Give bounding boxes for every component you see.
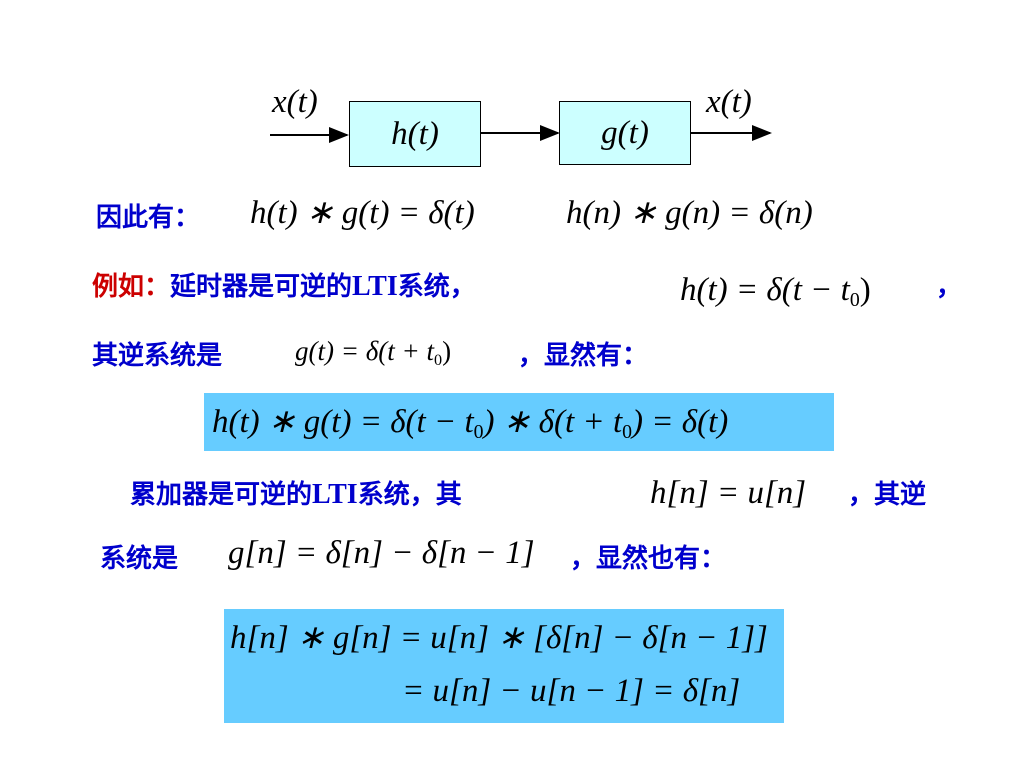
equation-continuous: h(t) ∗ g(t) = δ(t) bbox=[250, 195, 475, 231]
example-label: 例如： bbox=[92, 272, 171, 302]
output-label: x(t) bbox=[706, 84, 752, 120]
highlight-box-2: h[n] ∗ g[n] = u[n] ∗ [δ[n] − δ[n − 1]] =… bbox=[224, 609, 784, 723]
difference-equation: g[n] = δ[n] − δ[n − 1] bbox=[228, 535, 535, 571]
comma-text: ， bbox=[936, 272, 963, 302]
system-is-text: 系统是 bbox=[100, 544, 179, 574]
block-g-label: g(t) bbox=[601, 114, 649, 151]
inverse-system-text: 其逆系统是 bbox=[92, 341, 223, 371]
its-inverse-text: ，其逆 bbox=[848, 480, 927, 510]
box1-equation: h(t) ∗ g(t) = δ(t − t0) ∗ δ(t + t0) = δ(… bbox=[212, 404, 729, 443]
equation-discrete: h(n) ∗ g(n) = δ(n) bbox=[566, 195, 813, 231]
block-g: g(t) bbox=[559, 101, 691, 165]
box2-equation-1: h[n] ∗ g[n] = u[n] ∗ [δ[n] − δ[n − 1]] bbox=[230, 620, 768, 656]
block-h: h(t) bbox=[349, 101, 481, 167]
diagram-arrows bbox=[270, 125, 772, 143]
therefore-text: 因此有： bbox=[96, 203, 201, 233]
system-text: 系统， bbox=[397, 272, 476, 302]
also-obviously-text: ，显然也有： bbox=[570, 544, 727, 574]
highlight-box-1: h(t) ∗ g(t) = δ(t − t0) ∗ δ(t + t0) = δ(… bbox=[204, 393, 834, 451]
lti-text-2: LTI bbox=[312, 479, 358, 510]
lti-text: LTI bbox=[352, 271, 398, 302]
system-its-text: 系统，其 bbox=[357, 480, 462, 510]
example-line: 例如：延时器是可逆的LTI系统， bbox=[92, 266, 476, 303]
inverse-equation: g(t) = δ(t + t0) bbox=[295, 336, 452, 369]
accumulator-line: 累加器是可逆的LTI系统，其 bbox=[130, 474, 462, 511]
delay-equation: h(t) = δ(t − t0) bbox=[680, 272, 871, 311]
accumulator-text: 累加器是可逆的 bbox=[130, 480, 313, 510]
box2-equation-2: = u[n] − u[n − 1] = δ[n] bbox=[402, 673, 741, 709]
block-h-label: h(t) bbox=[391, 115, 439, 152]
obviously-text: ，显然有： bbox=[518, 341, 649, 371]
accumulator-equation: h[n] = u[n] bbox=[650, 475, 807, 511]
input-label: x(t) bbox=[272, 84, 318, 120]
delay-text: 延时器是可逆的 bbox=[170, 272, 353, 302]
